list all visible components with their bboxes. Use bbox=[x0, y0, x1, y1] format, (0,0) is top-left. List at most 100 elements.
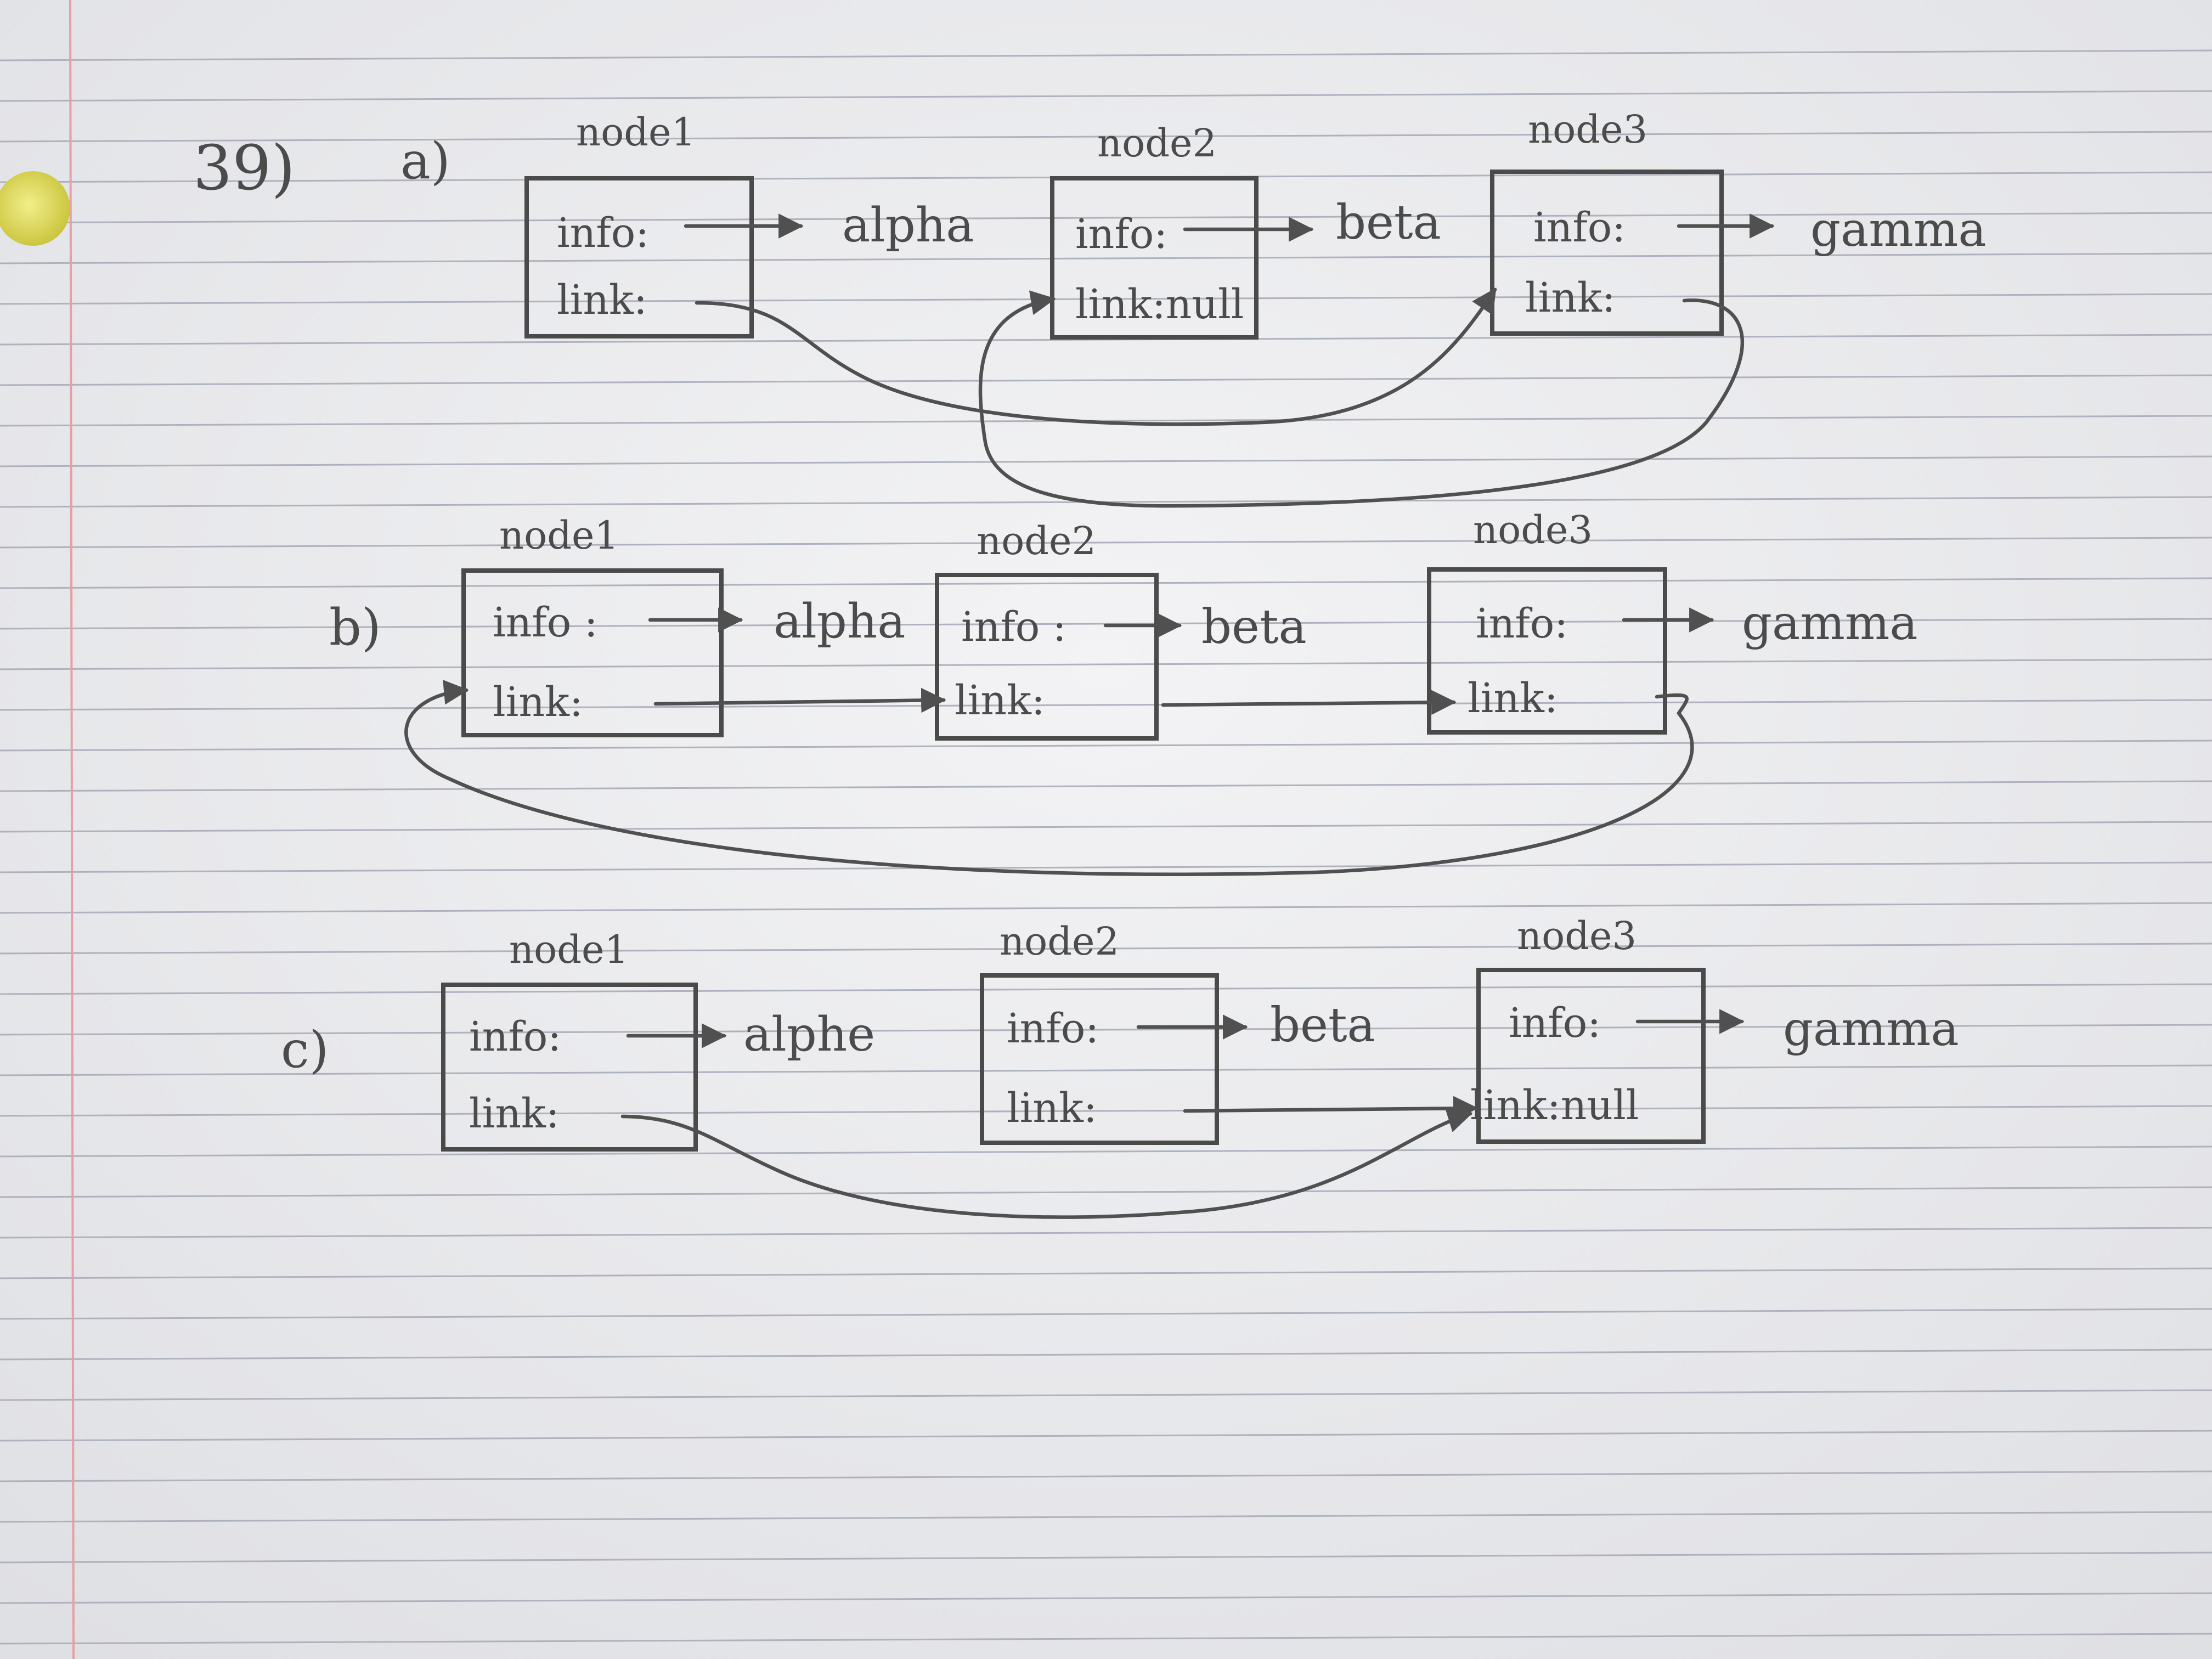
ruled-line bbox=[0, 252, 2212, 264]
part-a-node1: node1 info: link: alpha bbox=[524, 110, 974, 338]
ruled-line bbox=[0, 1551, 2212, 1564]
node1-box bbox=[524, 176, 754, 338]
node1-name: node1 bbox=[499, 513, 619, 558]
ruled-line bbox=[0, 861, 2212, 873]
node1-name: node1 bbox=[576, 110, 696, 155]
part-b-node1: node1 info : link: alpha bbox=[461, 513, 906, 737]
question-number: 39) bbox=[193, 133, 295, 204]
ruled-lines bbox=[0, 49, 2212, 1645]
ruled-line bbox=[0, 374, 2212, 386]
ruled-line bbox=[0, 658, 2212, 670]
part-a: a) node1 info: link: alpha node2 info: l… bbox=[400, 107, 1987, 508]
link-node3-to-node2 bbox=[978, 290, 1745, 508]
ruled-line bbox=[0, 1592, 2212, 1604]
part-c-node3: node3 info: link:null gamma bbox=[1470, 913, 1959, 1144]
node2-name: node2 bbox=[1097, 121, 1217, 166]
part-c-node2: node2 info: link: beta bbox=[980, 919, 1375, 1145]
node2-value: beta bbox=[1270, 998, 1375, 1053]
node1-info-label: info : bbox=[493, 599, 598, 646]
part-a-label: a) bbox=[400, 132, 450, 190]
node1-value: alpha bbox=[842, 198, 974, 253]
node2-value: beta bbox=[1201, 600, 1307, 654]
ruled-line bbox=[0, 983, 2212, 995]
node3-link-label: link: bbox=[1525, 274, 1616, 321]
ruled-line bbox=[0, 1389, 2212, 1401]
ruled-line bbox=[0, 49, 2212, 61]
margin-line bbox=[69, 0, 75, 1659]
ruled-line bbox=[0, 1064, 2212, 1076]
link-node2-to-node3 bbox=[1161, 690, 1457, 715]
node2-info-label: info: bbox=[1007, 1005, 1099, 1052]
part-b: b) node1 info : link: alpha node2 info :… bbox=[329, 507, 1918, 877]
ruled-line bbox=[0, 415, 2212, 427]
part-c-node1: node1 info: link: alphe bbox=[441, 927, 875, 1152]
part-a-node3: node3 info: link: gamma bbox=[1490, 107, 1987, 336]
node3-box bbox=[1476, 968, 1706, 1144]
link-node3-to-node1 bbox=[404, 680, 1694, 877]
node2-name: node2 bbox=[977, 518, 1096, 563]
node2-link-label: link:null bbox=[1075, 281, 1244, 328]
ruled-line bbox=[0, 1308, 2212, 1320]
ruled-line bbox=[0, 943, 2212, 955]
part-b-label: b) bbox=[329, 598, 381, 657]
node1-box bbox=[441, 983, 698, 1152]
ruled-line bbox=[0, 821, 2212, 833]
node2-info-label: info : bbox=[961, 603, 1066, 651]
link-node1-to-node2 bbox=[653, 687, 946, 713]
ruled-line bbox=[0, 699, 2212, 711]
node2-info-label: info: bbox=[1075, 211, 1167, 258]
node3-value: gamma bbox=[1742, 596, 1918, 651]
node3-info-label: info: bbox=[1476, 600, 1568, 647]
part-b-node3: node3 info: link: gamma bbox=[1427, 507, 1918, 735]
ruled-line bbox=[0, 1470, 2212, 1482]
node2-link-label: link: bbox=[955, 677, 1045, 724]
node2-link-label: link: bbox=[1007, 1085, 1097, 1132]
node1-value: alpha bbox=[774, 594, 906, 649]
part-c-label: c) bbox=[281, 1020, 329, 1079]
part-b-node2: node2 info : link: beta bbox=[935, 518, 1307, 741]
node3-name: node3 bbox=[1528, 107, 1647, 152]
node1-link-label: link: bbox=[469, 1090, 560, 1137]
node1-value: alphe bbox=[743, 1007, 875, 1062]
ruled-line bbox=[0, 537, 2212, 549]
node3-name: node3 bbox=[1517, 913, 1637, 958]
node3-box bbox=[1427, 567, 1667, 735]
part-c: c) node1 info: link: alphe node2 info: l… bbox=[281, 913, 1959, 1219]
ruled-line bbox=[0, 740, 2212, 752]
ruled-line bbox=[0, 1430, 2212, 1442]
node1-box bbox=[461, 568, 724, 737]
ruled-line bbox=[0, 780, 2212, 792]
ruled-line bbox=[0, 1348, 2212, 1361]
ruled-line bbox=[0, 455, 2212, 467]
node3-box bbox=[1490, 170, 1724, 336]
ruled-line bbox=[0, 293, 2212, 305]
node3-info-label: info: bbox=[1533, 204, 1626, 251]
node1-link-label: link: bbox=[557, 276, 647, 324]
node2-value: beta bbox=[1336, 195, 1441, 250]
node1-info-label: info: bbox=[557, 210, 649, 257]
part-a-node2: node2 info: link:null beta bbox=[1050, 121, 1441, 340]
ruled-line bbox=[0, 1227, 2212, 1239]
node2-box bbox=[1050, 176, 1259, 340]
node2-name: node2 bbox=[1000, 919, 1119, 964]
node3-link-label: link:null bbox=[1470, 1082, 1639, 1129]
punch-hole bbox=[0, 171, 70, 246]
link-node2-to-node3 bbox=[1183, 1096, 1479, 1121]
node1-info-label: info: bbox=[469, 1013, 561, 1060]
node1-name: node1 bbox=[509, 927, 629, 972]
node3-link-label: link: bbox=[1468, 675, 1558, 722]
node2-box bbox=[935, 573, 1159, 741]
node3-value: gamma bbox=[1810, 202, 1987, 257]
node2-box bbox=[980, 973, 1219, 1145]
ruled-line bbox=[0, 902, 2212, 914]
ruled-line bbox=[0, 577, 2212, 589]
ruled-line bbox=[0, 1633, 2212, 1645]
node3-info-label: info: bbox=[1509, 1000, 1601, 1047]
ruled-line bbox=[0, 1105, 2212, 1117]
link-node1-to-node3 bbox=[695, 287, 1497, 426]
node3-value: gamma bbox=[1783, 1002, 1959, 1057]
ruled-line bbox=[0, 1511, 2212, 1523]
ruled-line bbox=[0, 212, 2212, 224]
ruled-line bbox=[0, 1186, 2212, 1198]
